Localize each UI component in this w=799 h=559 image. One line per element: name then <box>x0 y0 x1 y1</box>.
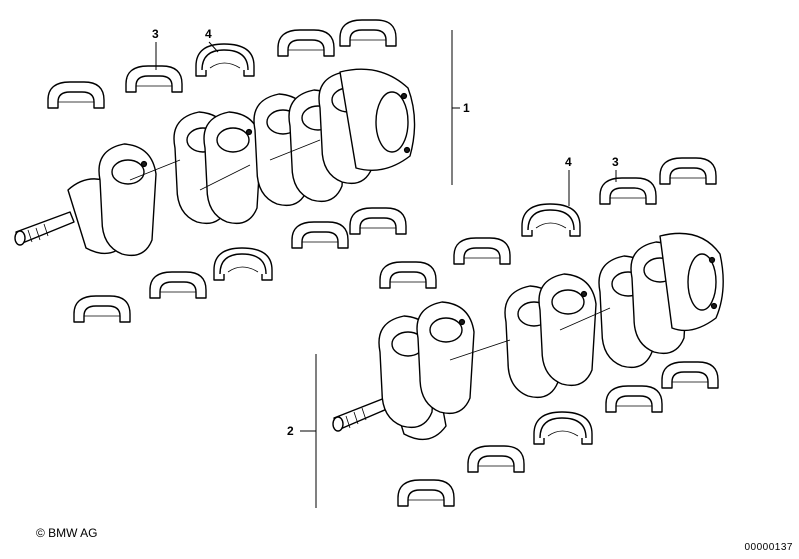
svg-text:3: 3 <box>152 27 159 41</box>
svg-text:1: 1 <box>463 101 470 115</box>
svg-text:2: 2 <box>287 424 294 438</box>
callout-2: 2 <box>287 354 317 508</box>
svg-text:4: 4 <box>565 155 572 169</box>
svg-text:4: 4 <box>205 27 212 41</box>
callout-1: 1 <box>451 30 470 185</box>
callout-3-right: 3 <box>612 155 619 182</box>
document-number: 00000137 <box>744 542 793 553</box>
svg-text:3: 3 <box>612 155 619 169</box>
callout-3-top: 3 <box>152 27 159 70</box>
crankshaft-upper <box>14 68 416 257</box>
crankshaft-lower <box>332 232 724 441</box>
callout-4-top: 4 <box>205 27 219 53</box>
callout-4-right: 4 <box>565 155 572 206</box>
copyright-notice: © BMW AG <box>36 526 98 540</box>
